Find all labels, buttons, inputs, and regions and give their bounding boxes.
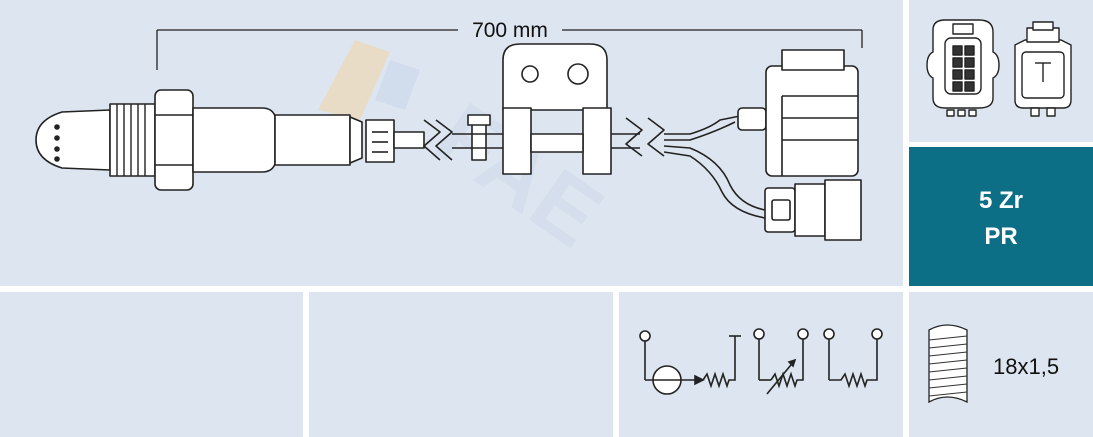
thread-size-panel: 18x1,5 <box>909 292 1093 437</box>
thread-lines <box>116 104 146 176</box>
empty-panel-1 <box>0 292 303 437</box>
resistor-symbol <box>829 339 878 389</box>
connector-face-panel <box>909 0 1093 142</box>
sensor-type-line1: 5 Zr <box>978 187 1023 214</box>
thread-diagram: 18x1,5 <box>928 324 1059 404</box>
empty-panel-2 <box>309 292 613 437</box>
sensor-hex <box>154 89 194 191</box>
length-dimension <box>156 29 863 70</box>
thread-icon <box>928 324 968 404</box>
sensor-type-line2: PR <box>984 223 1018 250</box>
circuit-schematic <box>639 328 883 395</box>
sensor-body <box>192 107 276 173</box>
sensor-cable <box>393 131 425 149</box>
mounting-bracket <box>502 43 608 111</box>
sensor-drawing-panel: FAE 700 mm <box>0 0 903 286</box>
oxygen-sensor-diagram: FAE 700 mm <box>35 19 863 241</box>
cable-boot <box>365 119 395 163</box>
variable-resistor-symbol <box>766 359 796 395</box>
heater-resistor-symbol <box>702 336 736 389</box>
thread-size-label: 18x1,5 <box>993 354 1059 379</box>
sensor-tip <box>35 109 111 171</box>
circuit-schematic-panel <box>619 292 903 437</box>
sensor-type-panel: 5 Zr PR <box>909 147 1093 286</box>
tip-holes <box>54 124 60 162</box>
cable-clip <box>471 121 487 161</box>
cable-length-label: 700 mm <box>472 19 548 42</box>
main-connector <box>765 65 859 177</box>
sensor-sleeve <box>274 114 351 166</box>
connector-pinout-diagram <box>926 19 1072 117</box>
